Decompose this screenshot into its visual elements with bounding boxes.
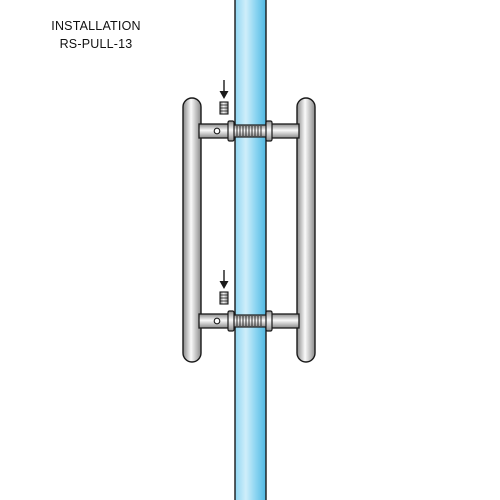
arrow-down-icon: [219, 80, 229, 99]
left-handle-bar: [182, 97, 202, 363]
set-screw-icon: [219, 291, 229, 305]
top-screw-hole: [213, 127, 221, 135]
right-handle-bar: [296, 97, 316, 363]
bottom-screw-hole: [213, 317, 221, 325]
bottom-through-bolt: [227, 310, 273, 332]
diagram-title: INSTALLATION: [51, 19, 141, 33]
glass-panel: [234, 0, 267, 500]
set-screw-icon: [219, 101, 229, 115]
top-through-bolt: [227, 120, 273, 142]
model-number: RS-PULL-13: [59, 37, 133, 51]
arrow-down-icon: [219, 270, 229, 289]
